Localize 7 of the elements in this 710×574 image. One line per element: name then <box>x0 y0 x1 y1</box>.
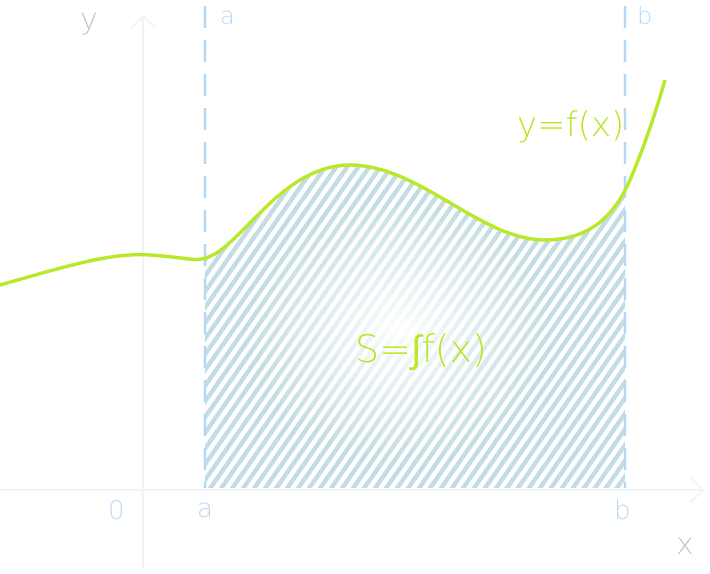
bound-label: a <box>197 496 213 522</box>
bound-label: a <box>220 4 235 28</box>
bound-label: b <box>637 4 652 28</box>
bound-label: b <box>614 498 631 524</box>
origin-label: 0 <box>108 498 125 524</box>
curve-label: y=f(x) <box>517 108 624 142</box>
area-label: S=∫f(x) <box>355 330 487 368</box>
